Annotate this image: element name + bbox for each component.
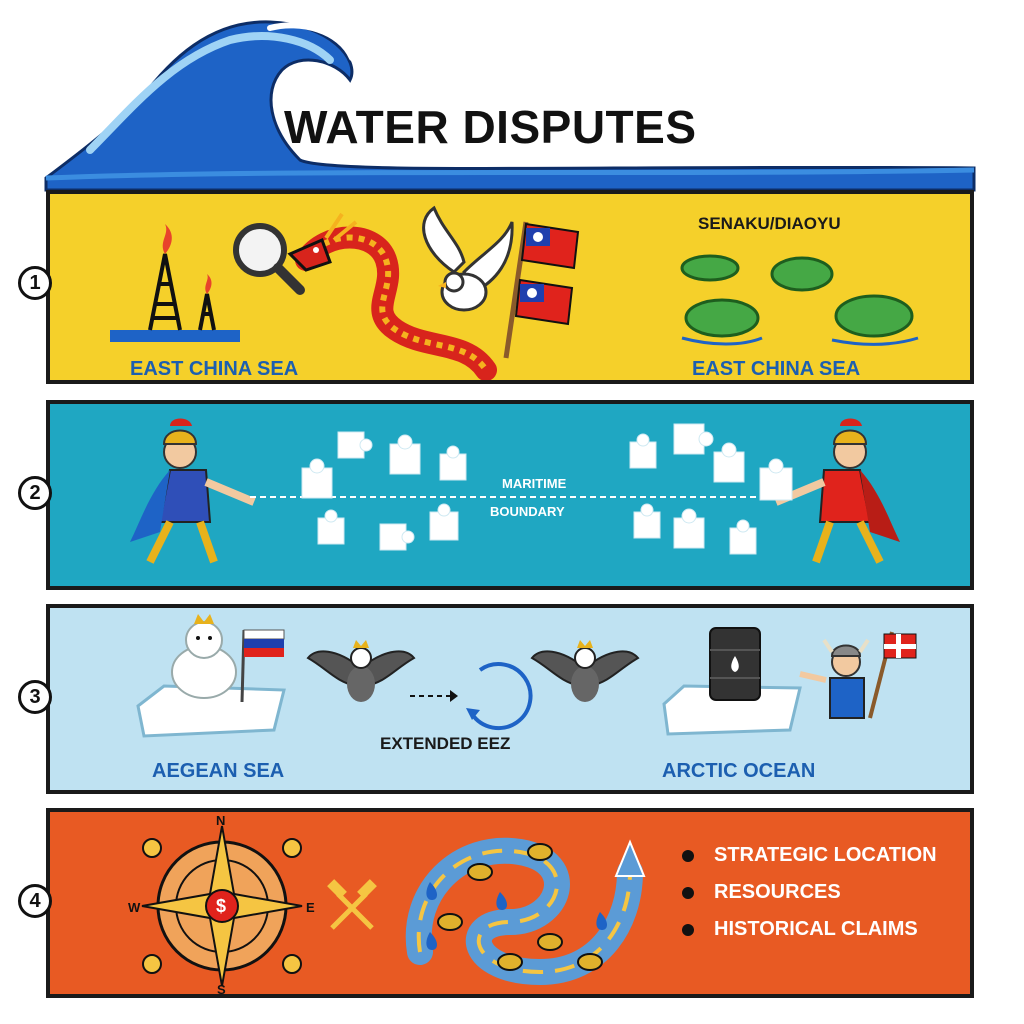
compass-rose-icon [141, 825, 303, 987]
coin-icon [437, 843, 603, 971]
warrior-icon [130, 418, 256, 564]
oil-barrel-icon [662, 627, 802, 736]
cycle-arrow-icon [410, 662, 533, 731]
east-china-sea-left-label: EAST CHINA SEA [130, 358, 299, 380]
panel-3-number: 3 [18, 680, 52, 714]
crowned-eagle-icon [306, 640, 416, 702]
maritime-label: MARITIME [502, 476, 567, 491]
wave-icon [44, 20, 976, 192]
senkaku-label: SENAKU/DIAOYU [698, 214, 841, 233]
swirl-arrow-icon [405, 837, 646, 986]
taiwan-flag-icon [503, 221, 580, 359]
puzzle-piece-icon [301, 423, 793, 555]
panel-extended-eez: EXTENDED EEZ AEGEAN SEA ARCTIC OCEAN [46, 604, 974, 794]
warrior-icon [774, 418, 900, 564]
water-drop-icon [426, 882, 607, 950]
arctic-ocean-label: ARCTIC OCEAN [662, 760, 816, 782]
crowned-eagle-icon [530, 640, 640, 702]
polar-bear-icon [136, 614, 286, 738]
panel-4-number: 4 [18, 884, 52, 918]
eagle-icon [422, 205, 514, 312]
bullet-strategic-location: STRATEGIC LOCATION [682, 844, 937, 867]
extended-eez-label: EXTENDED EEZ [380, 734, 511, 753]
compass-west: W [128, 900, 141, 915]
island-icon [680, 254, 919, 346]
page-title: WATER DISPUTES [284, 101, 697, 153]
panel-2-number: 2 [18, 476, 52, 510]
viking-icon [799, 631, 917, 719]
compass-center-dollar: $ [216, 896, 227, 916]
magnifier-icon [233, 223, 305, 295]
panel-1-number: 1 [18, 266, 52, 300]
panel-maritime-boundary: MARITIME BOUNDARY [46, 400, 974, 590]
panel-east-china-sea: SENAKU/DIAOYU EAST CHINA SEA EAST CHINA … [46, 190, 974, 384]
aegean-sea-label: AEGEAN SEA [152, 760, 285, 782]
east-china-sea-right-label: EAST CHINA SEA [692, 358, 861, 380]
cause-bullet-list: STRATEGIC LOCATION RESOURCES HISTORICAL … [682, 844, 937, 955]
boundary-label: BOUNDARY [490, 504, 565, 519]
compass-north: N [216, 813, 226, 828]
compass-east: E [306, 900, 315, 915]
boundary-line [250, 496, 790, 498]
dragon-icon [287, 212, 497, 380]
oil-rig-icon [110, 224, 240, 342]
bullet-resources: RESOURCES [682, 881, 937, 904]
panel-dispute-causes: N S W E $ STRATEGIC LOCATION RESOURCES H… [46, 808, 974, 998]
hammer-icon [327, 879, 377, 930]
compass-south: S [217, 982, 226, 997]
bullet-historical-claims: HISTORICAL CLAIMS [682, 918, 937, 941]
